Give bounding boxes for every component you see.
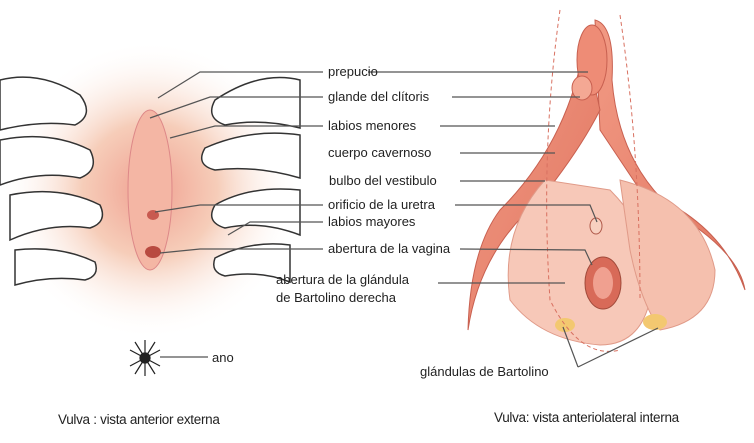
label-glandulas-bartolino: glándulas de Bartolino <box>420 364 549 379</box>
label-labios-mayores: labios mayores <box>328 214 416 229</box>
fingers-left <box>0 76 104 286</box>
label-prepucio: prepucio <box>328 64 378 79</box>
caption-right: Vulva: vista anteriolateral interna <box>494 410 679 425</box>
label-abertura-vagina: abertura de la vagina <box>328 241 451 256</box>
internal-view <box>467 9 746 352</box>
fingers-right <box>200 76 301 284</box>
label-orificio-uretra: orificio de la uretra <box>328 197 435 212</box>
label-bartolino-derecha-2: de Bartolino derecha <box>276 290 396 305</box>
label-cuerpo-cavernoso: cuerpo cavernoso <box>328 145 432 160</box>
anus-illustration <box>129 340 161 376</box>
caption-left: Vulva : vista anterior externa <box>58 412 220 427</box>
label-glande-clitoris: glande del clítoris <box>328 89 430 104</box>
external-view <box>0 40 301 376</box>
label-bartolino-derecha-1: abertura de la glándula <box>276 272 409 287</box>
label-bulbo-vestibulo: bulbo del vestibulo <box>329 173 437 188</box>
label-ano: ano <box>212 350 234 365</box>
label-labios-menores: labios menores <box>328 118 417 133</box>
leader-lines <box>149 71 659 368</box>
